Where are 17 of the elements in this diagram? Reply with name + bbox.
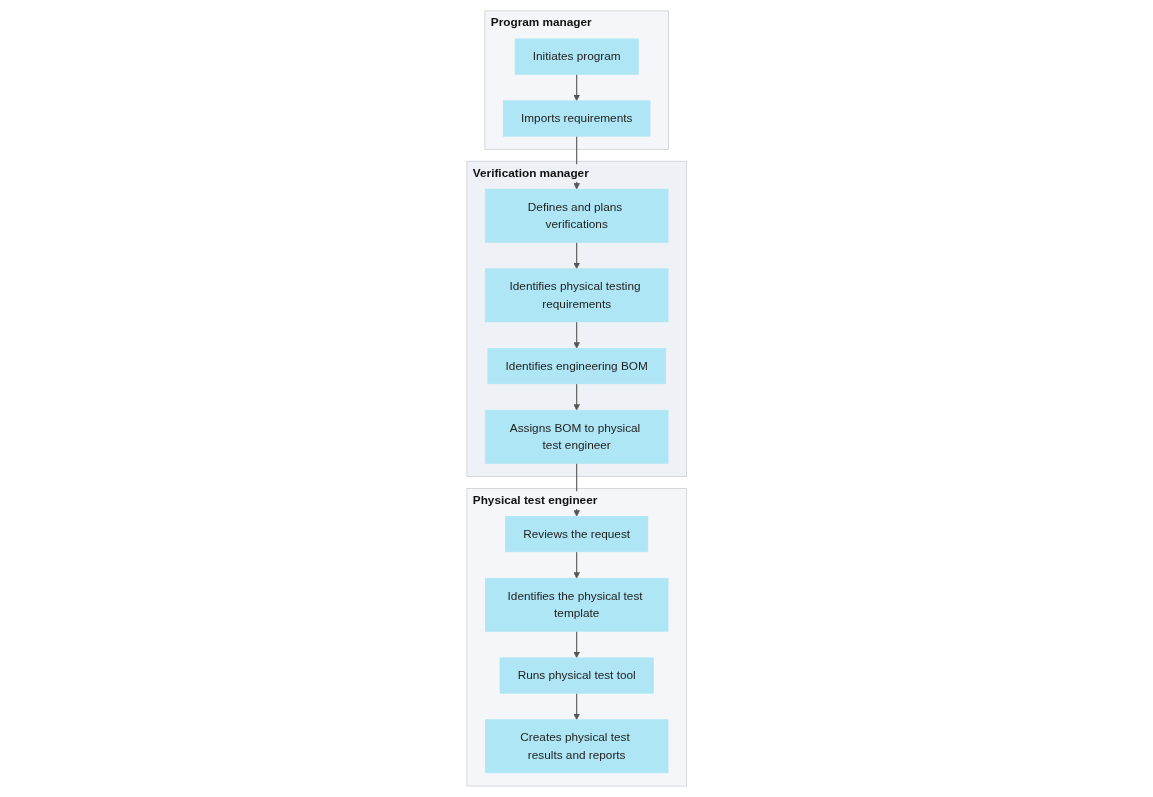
node-box: Identifies the physical test template [484, 577, 669, 632]
arrow [573, 321, 580, 349]
node-box: Identifies engineering BOM [487, 348, 666, 385]
arrow [573, 73, 580, 102]
node-box: Reviews the request [505, 516, 648, 553]
node-box: Assigns BOM to physical test engineer [484, 409, 669, 464]
node-box: Runs physical test tool [499, 657, 654, 694]
arrow [573, 630, 580, 659]
node-box: Imports requirements [502, 100, 651, 137]
node-box: Initiates program [514, 38, 639, 75]
node-box: Defines and plans verifications [484, 188, 669, 243]
arrow [573, 692, 580, 721]
arrow [573, 383, 580, 411]
arrow [573, 551, 580, 579]
node-box: Creates physical test results and reports [484, 719, 669, 774]
arrow [573, 241, 580, 270]
node-box: Identifies physical testing requirements [484, 268, 669, 323]
